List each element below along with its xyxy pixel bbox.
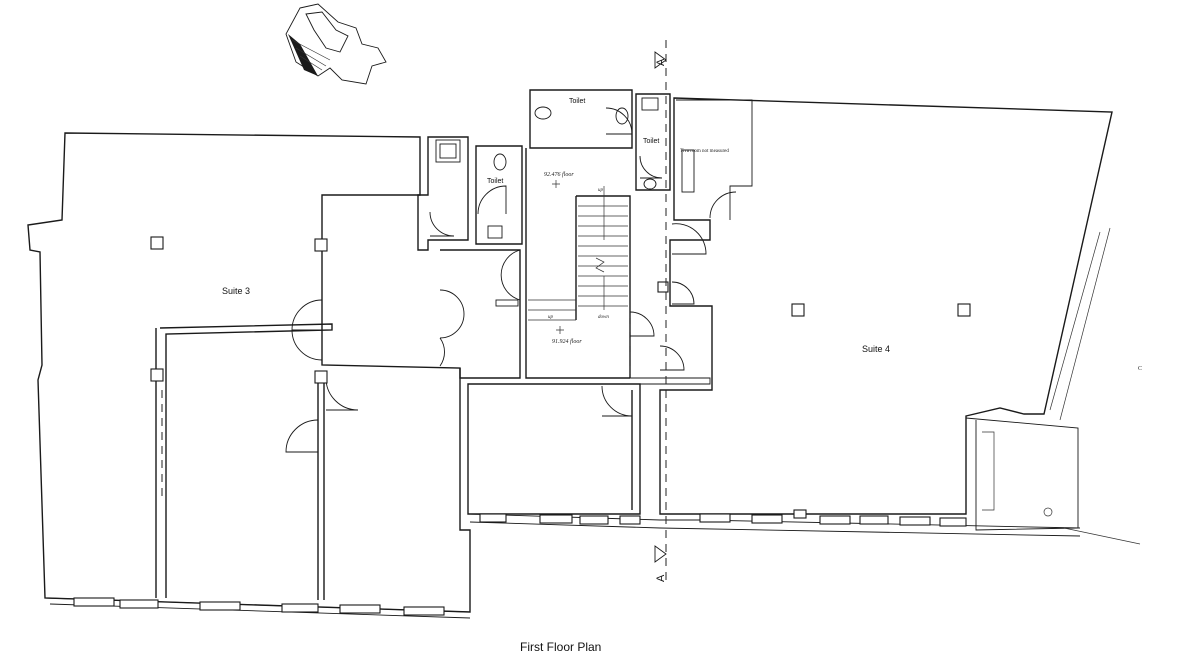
column-marker [314,238,328,252]
floor-level-upper: 92.476 floor [544,171,574,178]
column-marker [657,281,669,293]
column-marker [957,303,971,317]
room-label-toilet: Toilet [643,138,659,145]
suite-3-walls [27,132,471,619]
wc-fixture [615,107,629,125]
core-walls [417,89,711,385]
column-marker [150,236,164,250]
site-key-icon [285,3,387,85]
column-marker [314,370,328,384]
kitchen-unit [681,149,695,193]
suite-4-walls [657,97,1141,545]
column-marker [150,368,164,382]
wc-fixture [534,106,552,120]
fixture-box [435,139,461,163]
section-line-a [629,40,667,580]
level-cross-icon [552,180,564,334]
room-label-suite-4: Suite 4 [862,344,890,354]
room-label-suite-3: Suite 3 [222,286,250,296]
room-label-toilet: Toilet [487,178,503,185]
room-label-not-measured: Tiva room not measured [680,149,729,154]
middle-room-walls [467,383,1081,537]
basin-fixture [641,97,659,111]
room-label-toilet: Toilet [569,98,585,105]
drawing-title: First Floor Plan [520,640,601,654]
section-marker-bottom: A [655,574,667,582]
stair-label-up: up [598,188,604,193]
wc-fixture [493,153,507,171]
column-marker [791,303,805,317]
edge-mark: C [1138,366,1142,372]
basin-fixture [487,225,503,239]
wc-fixture [643,178,657,190]
floor-level-lower: 91.924 floor [552,338,582,345]
section-marker-top: A [655,58,667,66]
stair-label-up: up [548,315,554,320]
stair-label-down: down [598,315,609,320]
